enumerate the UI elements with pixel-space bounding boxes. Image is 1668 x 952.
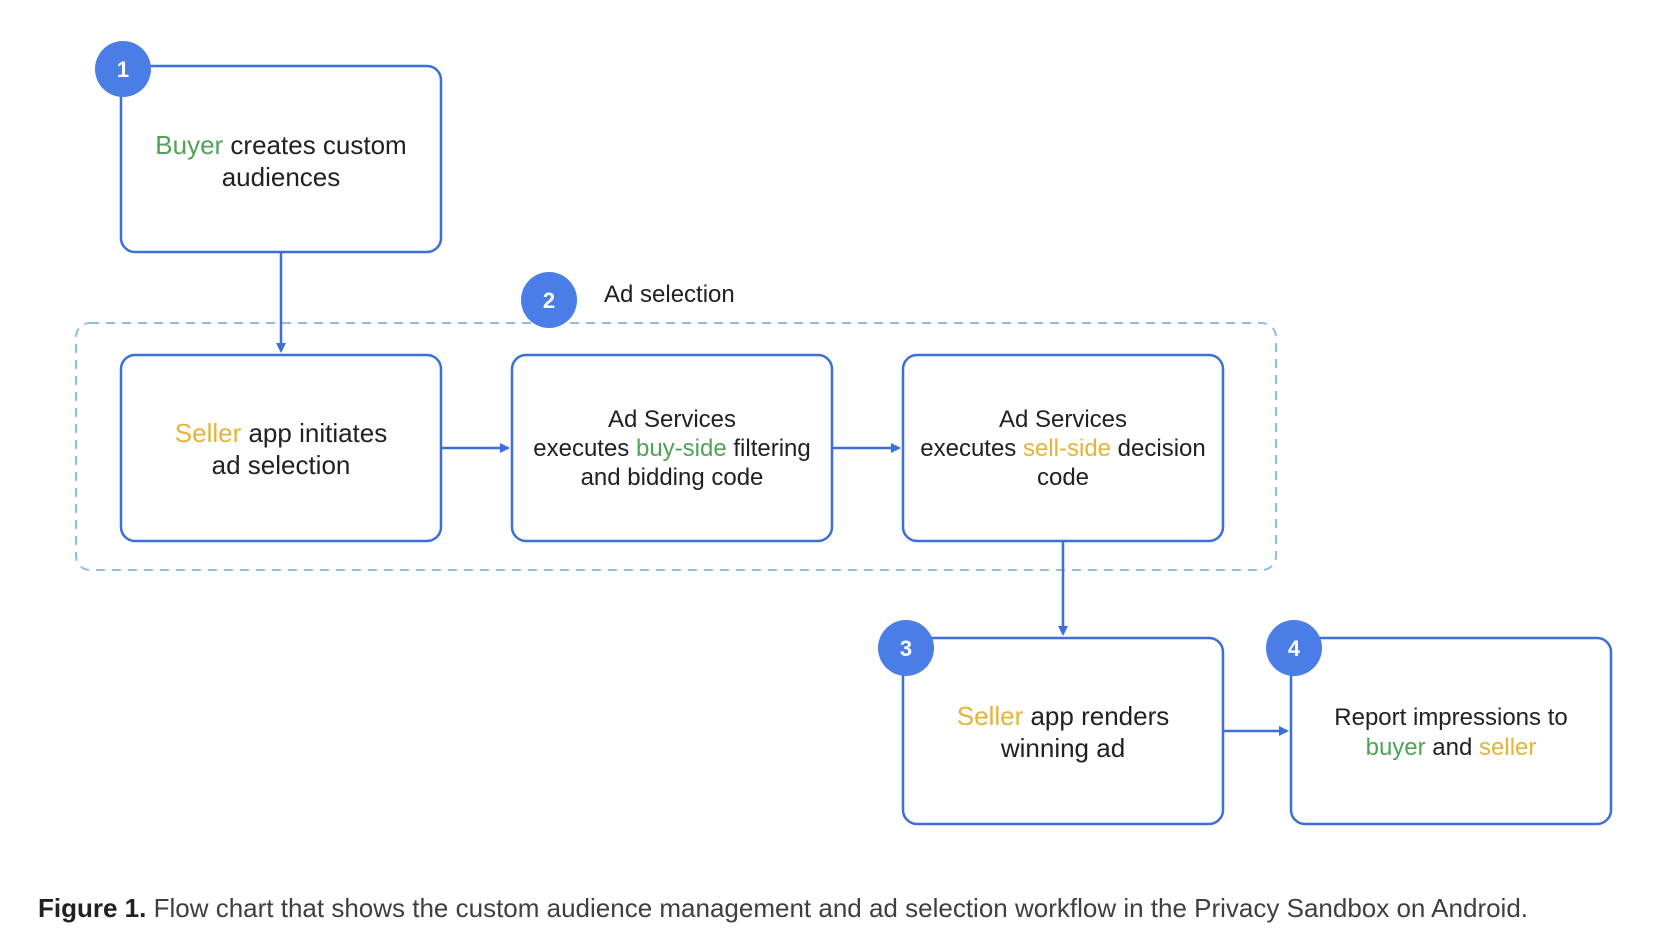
text-segment: code <box>1037 464 1089 491</box>
svg-text:3: 3 <box>900 636 912 661</box>
ad-selection-label: Ad selection <box>604 281 735 308</box>
text-segment: and bidding code <box>581 464 764 491</box>
step3-badge: 3 <box>878 620 934 676</box>
text-segment: creates custom <box>223 130 407 160</box>
step1-badge: 1 <box>95 41 151 97</box>
step2b-line1: Ad Services <box>608 406 736 433</box>
step1-line2: audiences <box>222 162 341 192</box>
step3-line1: Seller app renders <box>957 701 1169 731</box>
text-segment: decision <box>1111 435 1206 462</box>
step4-box <box>1289 636 1613 826</box>
text-segment: and <box>1426 734 1479 761</box>
text-segment: Report impressions to <box>1334 704 1567 731</box>
step2-badge: 2 <box>521 272 577 328</box>
text-segment: filtering <box>727 435 811 462</box>
text-segment: sell-side <box>1023 435 1111 462</box>
step2a-line2: ad selection <box>212 450 351 480</box>
text-segment: Buyer <box>155 130 223 160</box>
step3-line2: winning ad <box>1000 733 1125 763</box>
step4-badge: 4 <box>1266 620 1322 676</box>
step3-box <box>901 636 1225 826</box>
text-segment: Seller <box>957 701 1024 731</box>
text-segment: Ad Services <box>608 406 736 433</box>
text-segment: audiences <box>222 162 341 192</box>
step1-line1: Buyer creates custom <box>155 130 406 160</box>
text-segment: Ad Services <box>999 406 1127 433</box>
text-segment: app initiates <box>241 418 387 448</box>
step2b-line3: and bidding code <box>581 464 764 491</box>
text-segment: buyer <box>1366 734 1426 761</box>
caption-label: Figure 1. <box>38 893 147 923</box>
svg-text:1: 1 <box>117 57 129 82</box>
text-segment: app renders <box>1023 701 1169 731</box>
text-segment: buy-side <box>636 435 727 462</box>
step2c-line1: Ad Services <box>999 406 1127 433</box>
text-segment: winning ad <box>1000 733 1125 763</box>
step2c-line2: executes sell-side decision <box>920 435 1206 462</box>
step2a-box <box>119 353 443 543</box>
step4-line1: Report impressions to <box>1334 704 1567 731</box>
text-segment: seller <box>1479 734 1536 761</box>
svg-text:2: 2 <box>543 288 555 313</box>
text-segment: Seller <box>175 418 242 448</box>
step4-line2: buyer and seller <box>1366 734 1537 761</box>
ad-selection-group <box>75 322 1277 571</box>
step2b-line2: executes buy-side filtering <box>533 435 811 462</box>
figure-caption: Figure 1. Flow chart that shows the cust… <box>38 893 1658 924</box>
text-segment: executes <box>920 435 1023 462</box>
step2a-line1: Seller app initiates <box>175 418 387 448</box>
text-segment: executes <box>533 435 636 462</box>
text-segment: ad selection <box>212 450 351 480</box>
step2c-line3: code <box>1037 464 1089 491</box>
caption-text: Flow chart that shows the custom audienc… <box>146 893 1529 923</box>
svg-text:4: 4 <box>1288 636 1301 661</box>
